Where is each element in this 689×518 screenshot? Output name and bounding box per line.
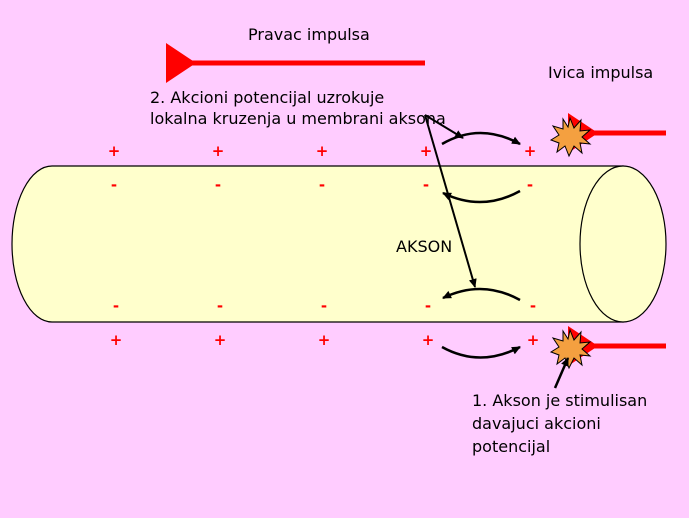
current-arrow-bottom-inside	[442, 287, 521, 302]
charge-sign: -	[112, 297, 120, 315]
step1-line3: potencijal	[472, 437, 551, 456]
step1-line2: davajuci akcioni	[472, 414, 601, 433]
charge-sign: -	[526, 176, 534, 194]
current-arrow-top-inside	[442, 189, 521, 204]
charge-sign: +	[419, 142, 433, 160]
current-arrow-bottom-outside	[441, 345, 521, 359]
charge-sign: +	[107, 142, 121, 160]
axon-label: AKSON	[396, 237, 453, 256]
current-arrow-top-outside	[441, 131, 521, 146]
charge-sign: -	[529, 297, 537, 315]
axon-end	[579, 165, 667, 323]
charge-sign: +	[211, 142, 225, 160]
spark-icon-bottom	[549, 328, 592, 370]
charge-sign: -	[110, 176, 118, 194]
step2-line2: lokalna kruzenja u membrani aksona	[150, 109, 446, 128]
impulse-edge-label: Ivica impulsa	[548, 63, 654, 82]
charge-sign: +	[213, 331, 227, 349]
charge-sign: +	[317, 331, 331, 349]
step2-line1: 2. Akcioni potencijal uzrokuje	[150, 88, 385, 107]
spark-icon-top	[549, 116, 592, 158]
charge-sign: +	[523, 142, 537, 160]
charge-sign: -	[422, 176, 430, 194]
charge-sign: -	[320, 297, 328, 315]
impulse-direction-label: Pravac impulsa	[248, 25, 370, 44]
charge-sign: -	[216, 297, 224, 315]
charge-sign: -	[214, 176, 222, 194]
charge-sign: -	[424, 297, 432, 315]
charge-sign: +	[109, 331, 123, 349]
charge-sign: +	[526, 331, 540, 349]
charge-sign: -	[318, 176, 326, 194]
charge-sign: +	[315, 142, 329, 160]
charge-sign: +	[421, 331, 435, 349]
step1-line1: 1. Akson je stimulisan	[472, 391, 648, 410]
